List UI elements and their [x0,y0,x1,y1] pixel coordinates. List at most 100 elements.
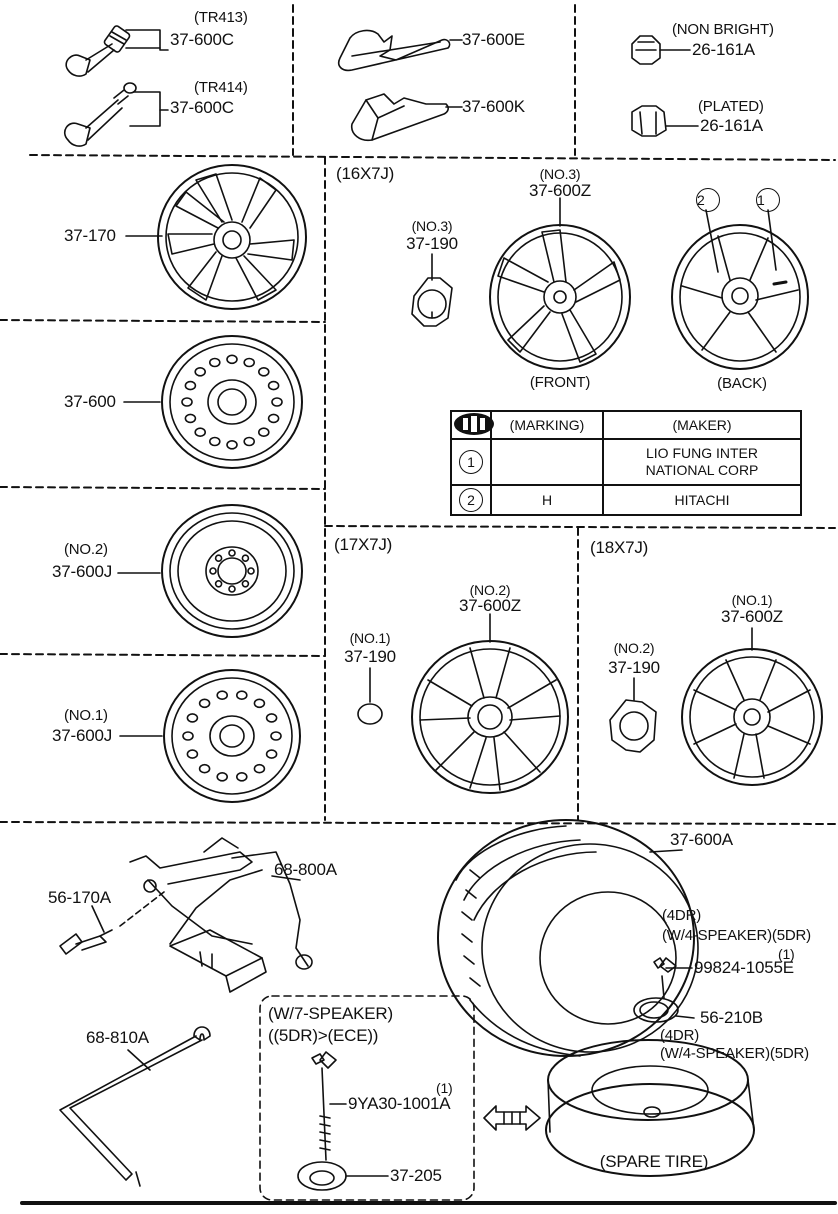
wheel-hole [247,567,255,575]
handle-part[interactable]: 56-170A [48,888,111,907]
alloy-wheel-17-icon [411,640,569,794]
row1-maker-cell: LIO FUNG INTER NATIONAL CORP [602,438,802,486]
wheel-hole [182,731,194,741]
table-header-maker: (MAKER) [602,410,802,440]
wheel-hole [271,397,283,407]
temp-spare-b-variant: (NO.1) [64,707,108,724]
clip-weight-part[interactable]: 37-600E [462,30,525,49]
adhesive-weight-icon [350,93,449,142]
nut-nonbright-variant: (NON BRIGHT) [672,21,774,38]
wheel-hole [228,585,236,593]
steel-wheel-part[interactable]: 37-600 [64,392,116,411]
leader-handle-label [91,905,105,933]
wheel-18-variant: (NO.1) [731,592,773,608]
jack-part[interactable]: 68-800A [274,860,337,879]
steel-wheel-icon [161,335,303,469]
double-arrow-icon [483,1105,541,1131]
leader-handle [119,891,165,927]
row1-marking-cell [454,413,604,486]
wheel-hole [214,554,223,563]
wheel-hole [184,380,197,391]
marker-1-badge: 1 [756,188,780,212]
wheel-hole [209,436,221,447]
wheel-hole [236,690,248,701]
row1-maker-line1: LIO FUNG INTER [645,445,758,461]
spare-bolt-7spk-icon [311,1051,337,1161]
pad-cond-4speaker: (W/4-SPEAKER)(5DR) [660,1045,809,1062]
wheel-hole [265,713,278,723]
front-caption: (FRONT) [529,374,591,391]
wheel-hole [186,749,199,759]
row2-number-cell: 2 [450,484,492,516]
wheel-hole [267,413,280,424]
cap-18-part[interactable]: 37-190 [608,658,660,677]
pad-7spk-part[interactable]: 37-205 [390,1166,442,1185]
nut-nonbright-icon [631,35,691,65]
leader-wrench [127,1049,151,1071]
bolt-4dr-part[interactable]: 99824-1055E [694,958,794,977]
valve-tr414-part[interactable]: 37-600C [170,98,234,117]
center-cap-17-icon [357,703,383,725]
wheel-hole [236,771,248,782]
temp-spare-a-variant: (NO.2) [64,541,108,558]
scissor-jack-icon [129,837,313,993]
pad-cond-4dr: (4DR) [660,1027,699,1044]
temp-spare-b-part[interactable]: 37-600J [52,726,113,745]
wheel-hole [198,763,211,774]
size-17-heading: (17X7J) [334,535,393,554]
wheel-hole [228,549,236,557]
wheel-hole [270,731,282,741]
alloy-wheel-18-icon [681,648,823,786]
marking-maker-table: (MARKING) (MAKER) 1 LIO FUNG INTER NATIO… [450,410,802,516]
wrench-part[interactable]: 68-810A [86,1028,149,1047]
valve-tr414-variant: (TR414) [194,79,248,96]
temp-spare-b-icon [163,669,301,803]
bolt-7spk-qty: (1) [436,1080,453,1096]
wheel-hole [194,366,206,377]
lug-wrench-icon [59,1026,211,1187]
nut-plated-part[interactable]: 26-161A [700,116,763,135]
wheel-hole [257,366,270,377]
wheel-hole [186,713,199,723]
wheel-hole [243,357,255,368]
tire-part[interactable]: 37-600A [670,830,733,849]
cap-18-variant: (NO.2) [613,640,655,656]
speaker-cond-7speaker: (W/7-SPEAKER) [268,1004,393,1023]
adhesive-weight-part[interactable]: 37-600K [462,97,525,116]
pad-part[interactable]: 56-210B [700,1008,763,1027]
size-16-heading: (16X7J) [336,164,395,183]
center-cap-18-icon [609,699,657,753]
wheel-hole [226,354,238,365]
wheel-hole [253,698,266,709]
wheel-18-part[interactable]: 37-600Z [721,607,783,626]
wheel-hole [209,357,221,368]
wheel-hole [267,380,280,391]
spacer-pad-icon [633,997,679,1023]
size-18-heading: (18X7J) [590,538,649,557]
cap-17-part[interactable]: 37-190 [344,647,396,666]
alloy-wheel-16-back-icon [671,209,809,370]
bolt-7spk-part[interactable]: 9YA30-1001A [348,1094,451,1113]
clip-weight-icon [337,29,451,72]
cap-16-part[interactable]: 37-190 [406,234,458,253]
valve-tr413-variant: (TR413) [194,9,248,26]
nut-plated-variant: (PLATED) [698,98,764,115]
row2-marking-cell: H [490,484,604,516]
lio-fung-logo-icon [454,413,494,435]
valve-tr414-icon [63,82,169,147]
wheel-hole [216,771,228,782]
wheel-16-variant: (NO.3) [539,166,581,182]
cap-16-variant: (NO.3) [411,218,453,234]
wheel-cover-part[interactable]: 37-170 [64,226,116,245]
valve-tr413-icon [65,25,169,77]
wheel-16-part[interactable]: 37-600Z [529,181,591,200]
wheel-17-part[interactable]: 37-600Z [459,596,521,615]
marker-2-badge: 2 [696,188,720,212]
cap-17-variant: (NO.1) [349,630,391,646]
nut-plated-icon [631,105,699,137]
temp-spare-a-part[interactable]: 37-600J [52,562,113,581]
valve-tr413-part[interactable]: 37-600C [170,30,234,49]
nut-nonbright-part[interactable]: 26-161A [692,40,755,59]
